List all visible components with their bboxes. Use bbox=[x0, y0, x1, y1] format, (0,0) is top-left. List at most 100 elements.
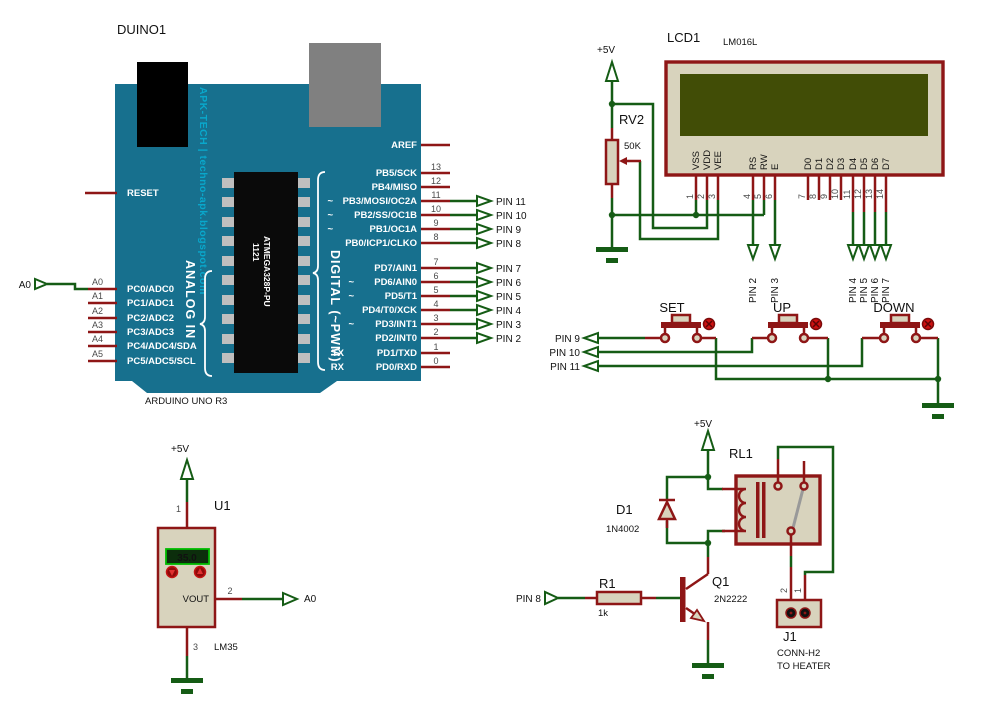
lcd-pin-stubs bbox=[694, 174, 888, 212]
terminal-arrow bbox=[581, 331, 599, 345]
terminal-label: PIN 4 bbox=[848, 278, 859, 303]
board-watermark: APK-TECH | techno-apk.blogspot.com bbox=[197, 87, 209, 295]
ground-symbol bbox=[596, 247, 628, 263]
svg-text:VEE: VEE bbox=[713, 151, 724, 170]
pin-num: 1 bbox=[793, 588, 803, 593]
button-set[interactable]: SET bbox=[659, 300, 716, 344]
svg-text:7: 7 bbox=[797, 194, 807, 199]
terminal-label: PIN 11 bbox=[550, 362, 580, 373]
button-label: SET bbox=[659, 300, 684, 315]
chip-marking: 1121 bbox=[251, 243, 261, 262]
terminal-label: PIN 8 bbox=[496, 239, 521, 250]
vcc-terminal: +5V bbox=[597, 45, 620, 82]
lcd-part: LM016L bbox=[723, 37, 757, 48]
svg-text:4: 4 bbox=[742, 194, 752, 199]
svg-text:VSS: VSS bbox=[691, 151, 702, 170]
diode-d1: D1 1N4002 bbox=[606, 498, 677, 535]
terminal-arrows bbox=[476, 194, 494, 345]
pin-num: 2 bbox=[779, 588, 789, 593]
terminal-label: PIN 11 bbox=[496, 197, 526, 208]
button-up[interactable]: UP bbox=[766, 300, 823, 344]
button-plunger[interactable] bbox=[670, 313, 692, 325]
sensor-decrease-button[interactable] bbox=[165, 565, 179, 579]
connector-ref: J1 bbox=[783, 629, 797, 644]
terminal-arrow bbox=[34, 277, 50, 291]
terminal-label: PIN 3 bbox=[770, 278, 781, 303]
pin-func: PC1/ADC1 bbox=[127, 298, 175, 309]
pin-num: 4 bbox=[433, 299, 438, 309]
pwm-mark: ~ bbox=[327, 196, 333, 207]
lcd-wiring bbox=[610, 81, 888, 247]
button-plunger[interactable] bbox=[889, 313, 911, 325]
pin-num: 3 bbox=[433, 313, 438, 323]
terminal-label: PIN 5 bbox=[859, 278, 870, 303]
pin-num: 3 bbox=[193, 642, 198, 652]
analog-brace bbox=[199, 270, 213, 377]
vcc-label: +5V bbox=[597, 45, 615, 56]
svg-text:5: 5 bbox=[753, 194, 763, 199]
svg-text:1: 1 bbox=[685, 194, 695, 199]
vcc-label: +5V bbox=[694, 419, 712, 430]
terminal-label: PIN 9 bbox=[496, 225, 521, 236]
arduino-board-name: ARDUINO UNO R3 bbox=[145, 396, 227, 407]
button-plunger[interactable] bbox=[777, 313, 799, 325]
terminal-label: PIN 3 bbox=[496, 320, 521, 331]
lcd-screen bbox=[680, 74, 928, 136]
svg-text:VDD: VDD bbox=[702, 150, 713, 170]
pin-func: PC3/ADC3 bbox=[127, 327, 174, 338]
svg-text:6: 6 bbox=[764, 194, 774, 199]
button-down[interactable]: DOWN bbox=[873, 300, 935, 344]
resistor-r1: PIN 8 R1 1k bbox=[516, 576, 656, 619]
lcd-terminals: PIN 2 PIN 3 PIN 4 PIN 5 PIN 6 PIN 7 bbox=[746, 244, 893, 303]
pin-num: 5 bbox=[433, 285, 438, 295]
svg-text:D2: D2 bbox=[825, 158, 836, 170]
pin-func: PB5/SCK bbox=[376, 168, 417, 179]
svg-text:11: 11 bbox=[842, 190, 852, 199]
pin-num: 13 bbox=[431, 162, 441, 172]
arduino-ref: DUINO1 bbox=[117, 22, 166, 37]
svg-text:D3: D3 bbox=[836, 158, 847, 170]
pwm-mark: ~ bbox=[348, 277, 354, 288]
ground-symbol bbox=[692, 663, 724, 679]
sensor-display-value: 35.0 bbox=[177, 553, 197, 564]
terminal-label: PIN 4 bbox=[496, 306, 521, 317]
pin-func: PC2/ADC2 bbox=[127, 313, 174, 324]
pin-num: 12 bbox=[431, 176, 441, 186]
svg-text:9: 9 bbox=[819, 194, 829, 199]
pin-name: A3 bbox=[92, 320, 103, 330]
pin-func: PD3/INT1 bbox=[375, 319, 417, 330]
pot-wiper[interactable] bbox=[619, 157, 641, 165]
terminal-arrow bbox=[581, 345, 599, 359]
rx-label: RX bbox=[331, 362, 345, 373]
sensor-increase-button[interactable] bbox=[193, 565, 207, 579]
relay-blade bbox=[791, 488, 805, 529]
svg-text:D6: D6 bbox=[870, 158, 881, 170]
pin-num: 6 bbox=[433, 271, 438, 281]
pin-func: PD5/T1 bbox=[385, 291, 418, 302]
pin-num: 9 bbox=[433, 218, 438, 228]
pwm-mark: ~ bbox=[327, 210, 333, 221]
pin-num: 7 bbox=[433, 257, 438, 267]
a0-input-terminal: A0 bbox=[19, 277, 88, 291]
arduino-module: DUINO1 1121 ATMEGA328P-PU APK-TECH | tec… bbox=[19, 22, 527, 407]
arduino-analog-pins: A0 A1 A2 A3 A4 A5 PC0/ADC0 PC1/ADC1 PC2/… bbox=[88, 277, 197, 367]
sensor-part: LM35 bbox=[214, 642, 238, 653]
terminal-label: PIN 6 bbox=[496, 278, 521, 289]
connector-part: CONN-H2 bbox=[777, 648, 820, 659]
analog-header: ANALOG IN bbox=[183, 260, 197, 339]
pin-num: 1 bbox=[176, 504, 181, 514]
pin-func: PD7/AIN1 bbox=[374, 263, 417, 274]
lcd-ref: LCD1 bbox=[667, 30, 700, 45]
pin-func: PD6/AIN0 bbox=[374, 277, 417, 288]
pin-num: 11 bbox=[431, 190, 440, 200]
terminal-wires bbox=[450, 199, 477, 340]
pin-func: PD2/INT0 bbox=[375, 333, 417, 344]
pwm-mark: ~ bbox=[348, 291, 354, 302]
relay-driver: +5V D1 1N4002 RL1 bbox=[516, 419, 835, 679]
vout-label: VOUT bbox=[183, 594, 210, 605]
terminal-label: PIN 8 bbox=[516, 594, 541, 605]
pin-num: 2 bbox=[433, 327, 438, 337]
pin-num: 8 bbox=[433, 232, 438, 242]
svg-text:14: 14 bbox=[875, 189, 885, 199]
terminal-arrow bbox=[282, 591, 300, 607]
